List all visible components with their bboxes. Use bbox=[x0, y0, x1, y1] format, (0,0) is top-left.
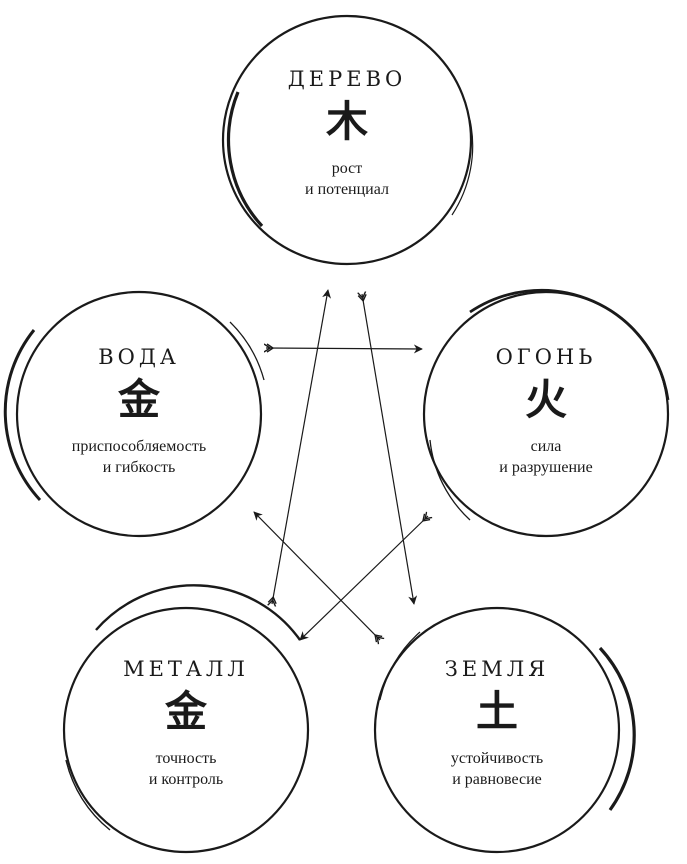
node-metal-glyph: 金 bbox=[164, 687, 207, 736]
node-metal-name: МЕТАЛЛ bbox=[123, 657, 249, 681]
node-metal-desc-line2: и контроль bbox=[148, 771, 224, 788]
node-water: ВОДА 金 приспособляемость и гибкость bbox=[29, 344, 249, 478]
circle-wood bbox=[221, 14, 474, 266]
node-fire-name: ОГОНЬ bbox=[495, 345, 597, 369]
node-metal-desc: точность и контроль bbox=[76, 748, 296, 790]
node-metal: МЕТАЛЛ 金 точность и контроль bbox=[76, 656, 296, 790]
node-earth-desc-line2: и равновесие bbox=[452, 771, 542, 788]
node-earth-desc-line1: устойчивость bbox=[450, 750, 544, 767]
node-wood: ДЕРЕВО 木 рост и потенциал bbox=[237, 66, 457, 200]
arrow-metal-to-wood bbox=[272, 290, 328, 604]
node-water-desc-line1: приспособляемость bbox=[71, 438, 207, 455]
node-water-desc-line2: и гибкость bbox=[102, 459, 176, 476]
node-fire-desc: сила и разрушение bbox=[436, 436, 656, 478]
node-wood-desc-line1: рост bbox=[331, 160, 363, 177]
node-earth-name: ЗЕМЛЯ bbox=[444, 657, 550, 681]
node-fire-desc-line2: и разрушение bbox=[499, 459, 593, 476]
node-water-name: ВОДА bbox=[98, 345, 180, 369]
node-fire: ОГОНЬ 火 сила и разрушение bbox=[436, 344, 656, 478]
node-metal-desc-line1: точность bbox=[155, 750, 217, 767]
arrow-water-to-fire bbox=[266, 348, 422, 349]
node-water-glyph: 金 bbox=[117, 375, 160, 424]
circle-water bbox=[3, 290, 265, 538]
node-water-desc: приспособляемость и гибкость bbox=[29, 436, 249, 478]
node-earth-desc: устойчивость и равновесие bbox=[387, 748, 607, 790]
arrow-wood-to-earth bbox=[362, 294, 414, 604]
arrow-earth-to-water bbox=[254, 512, 380, 640]
node-earth-glyph: 土 bbox=[475, 687, 518, 736]
node-wood-glyph: 木 bbox=[325, 97, 368, 146]
node-wood-name: ДЕРЕВО bbox=[287, 67, 407, 91]
node-earth: ЗЕМЛЯ 土 устойчивость и равновесие bbox=[387, 656, 607, 790]
node-wood-desc-line2: и потенциал bbox=[305, 181, 389, 198]
node-wood-desc: рост и потенциал bbox=[237, 158, 457, 200]
node-fire-desc-line1: сила bbox=[530, 438, 562, 455]
circle-fire bbox=[422, 288, 670, 538]
node-fire-glyph: 火 bbox=[524, 375, 567, 424]
